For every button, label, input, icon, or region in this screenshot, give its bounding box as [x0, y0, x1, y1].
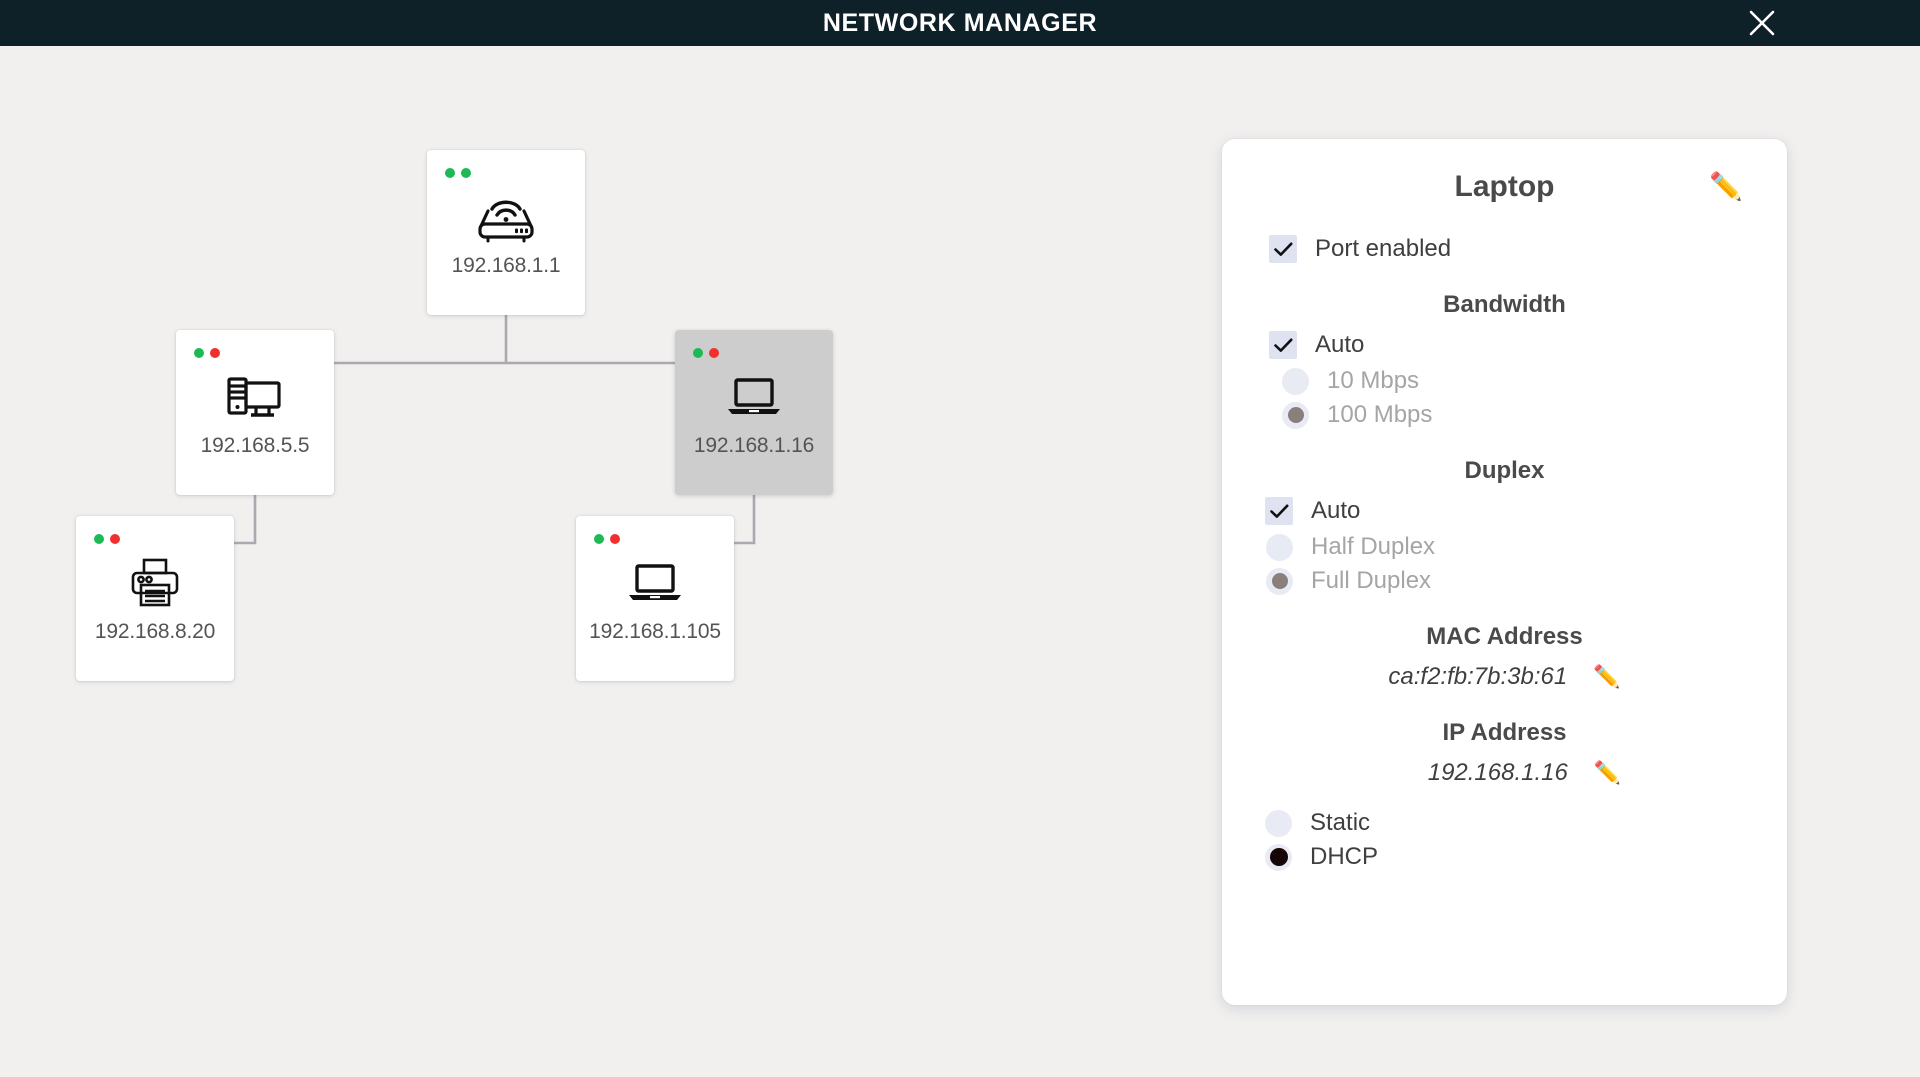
status-dots — [693, 348, 719, 358]
status-dot-down — [610, 534, 620, 544]
bandwidth-option-10mbps-row[interactable]: 10 Mbps — [1282, 367, 1753, 395]
device-ip-label: 192.168.1.1 — [451, 254, 561, 277]
ip-address-heading: IP Address — [1442, 719, 1567, 746]
bandwidth-option-10mbps-radio[interactable] — [1282, 367, 1309, 395]
mac-address-value: ca:f2:fb:7b:3b:61 — [1388, 663, 1568, 690]
duplex-option-full-radio[interactable] — [1266, 567, 1293, 595]
device-detail-panel: Laptop ✏️ Port enabled Bandwidth Auto — [1222, 139, 1787, 1005]
desktop-icon — [226, 366, 284, 428]
device-ip-label: 192.168.1.105 — [589, 620, 721, 643]
duplex-heading: Duplex — [1464, 457, 1545, 484]
status-dot-up — [194, 348, 204, 358]
duplex-option-half-label: Half Duplex — [1311, 533, 1436, 560]
duplex-option-full-row[interactable]: Full Duplex — [1266, 567, 1753, 595]
pencil-icon[interactable]: ✏️ — [1709, 171, 1743, 202]
bandwidth-auto-label: Auto — [1315, 331, 1365, 358]
bandwidth-option-100mbps-label: 100 Mbps — [1327, 401, 1433, 428]
bandwidth-heading: Bandwidth — [1443, 291, 1566, 318]
status-dot-down — [709, 348, 719, 358]
bandwidth-auto-checkbox[interactable] — [1269, 331, 1297, 359]
device-ip-label: 192.168.1.16 — [693, 434, 815, 457]
close-icon[interactable] — [1742, 3, 1782, 43]
addressing-static-radio[interactable] — [1265, 809, 1292, 837]
device-node-laptop[interactable]: 192.168.1.16 — [675, 330, 833, 495]
device-ip-label: 192.168.8.20 — [94, 620, 216, 643]
addressing-static-row[interactable]: Static — [1265, 809, 1753, 837]
topology-canvas: 192.168.1.1 192.168.5.5 — [0, 46, 1920, 1077]
bandwidth-auto-row[interactable]: Auto — [1269, 331, 1753, 359]
bandwidth-option-100mbps-radio[interactable] — [1282, 401, 1309, 429]
duplex-auto-row[interactable]: Auto — [1265, 497, 1753, 525]
addressing-dhcp-row[interactable]: DHCP — [1265, 843, 1753, 871]
device-node-desktop[interactable]: 192.168.5.5 — [176, 330, 334, 495]
status-dot-up — [693, 348, 703, 358]
status-dot-down — [110, 534, 120, 544]
mac-address-heading: MAC Address — [1426, 623, 1583, 650]
status-dot-up — [445, 168, 455, 178]
duplex-option-half-radio[interactable] — [1266, 533, 1293, 561]
page-title: Laptop — [1454, 170, 1555, 203]
port-enabled-label: Port enabled — [1315, 235, 1452, 262]
laptop-icon — [625, 552, 685, 614]
status-dots — [594, 534, 620, 544]
port-enabled-row[interactable]: Port enabled — [1269, 235, 1753, 263]
port-enabled-checkbox[interactable] — [1269, 235, 1297, 263]
window-title: NETWORK MANAGER — [822, 8, 1098, 37]
status-dot-up — [594, 534, 604, 544]
router-icon — [475, 186, 537, 248]
addressing-dhcp-radio[interactable] — [1265, 843, 1292, 871]
addressing-dhcp-label: DHCP — [1310, 843, 1379, 870]
addressing-static-label: Static — [1310, 809, 1371, 836]
pencil-icon[interactable]: ✏️ — [1593, 760, 1622, 785]
printer-icon — [127, 552, 183, 614]
status-dot-down — [210, 348, 220, 358]
ip-address-row: 192.168.1.16 ✏️ — [1256, 759, 1753, 787]
device-node-laptop2[interactable]: 192.168.1.105 — [576, 516, 734, 681]
status-dot-up — [94, 534, 104, 544]
device-node-printer[interactable]: 192.168.8.20 — [76, 516, 234, 681]
bandwidth-option-10mbps-label: 10 Mbps — [1327, 367, 1420, 394]
mac-address-row: ca:f2:fb:7b:3b:61 ✏️ — [1256, 663, 1753, 691]
device-node-router[interactable]: 192.168.1.1 — [427, 150, 585, 315]
pencil-icon[interactable]: ✏️ — [1593, 664, 1621, 689]
status-dots — [94, 534, 120, 544]
duplex-auto-label: Auto — [1311, 497, 1361, 524]
duplex-auto-checkbox[interactable] — [1265, 497, 1293, 525]
status-dots — [194, 348, 220, 358]
device-ip-label: 192.168.5.5 — [200, 434, 310, 457]
status-dot-up — [461, 168, 471, 178]
window-titlebar: NETWORK MANAGER — [0, 0, 1920, 46]
panel-header: Laptop ✏️ — [1256, 139, 1753, 235]
status-dots — [445, 168, 471, 178]
ip-address-value: 192.168.1.16 — [1427, 759, 1568, 786]
bandwidth-option-100mbps-row[interactable]: 100 Mbps — [1282, 401, 1753, 429]
laptop-icon — [724, 366, 784, 428]
duplex-option-full-label: Full Duplex — [1311, 567, 1432, 594]
duplex-option-half-row[interactable]: Half Duplex — [1266, 533, 1753, 561]
